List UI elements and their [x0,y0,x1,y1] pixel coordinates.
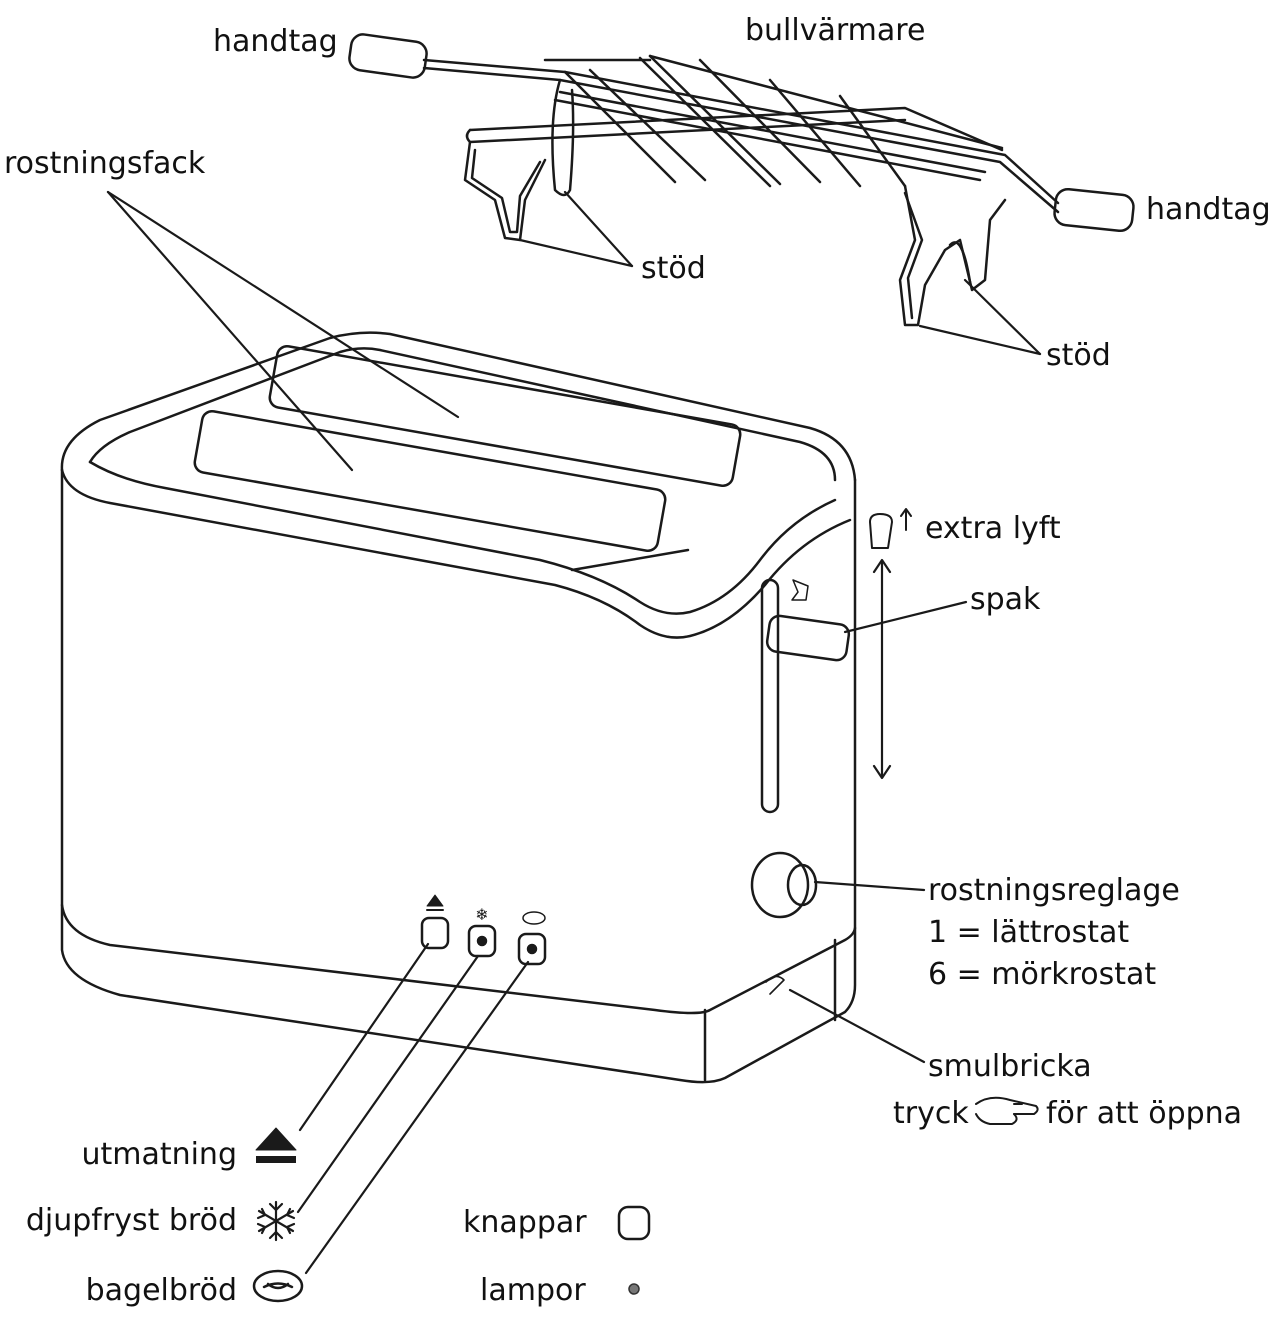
legend-icons [252,508,1039,1303]
leader-lines [106,190,1042,1275]
eject-icon [255,1127,297,1163]
button-frozen [467,924,497,958]
label-bullvarmare: bullvärmare [745,13,926,48]
pointing-hand-icon [975,1096,1039,1125]
label-tryck: tryck [893,1096,969,1131]
label-knappar: knappar [463,1205,587,1240]
label-reglage-1: 1 = lättrostat [928,915,1130,950]
label-utmatning: utmatning [81,1137,237,1172]
bun-warmer-rack [348,33,1135,327]
label-smulbricka: smulbricka [928,1049,1092,1084]
button-bagel [517,932,547,966]
label-reglage-6: 6 = mörkrostat [928,957,1157,992]
slot-front [193,409,667,553]
label-rostningsfack: rostningsfack [4,146,206,181]
label-spak: spak [970,582,1041,617]
svg-text:❄: ❄ [475,905,488,924]
slot-back [268,344,742,488]
rack-handle-left [348,33,428,79]
label-bagel: bagelbröd [85,1273,237,1308]
label-handtag-right: handtag [1146,192,1271,227]
bread-lift-icon [869,508,912,549]
lever-slot [760,578,780,814]
bagel-icon [252,1269,304,1303]
label-rostningsreglage: rostningsreglage [928,873,1180,908]
label-stod-right: stöd [1046,338,1111,373]
label-djupfryst: djupfryst bröd [25,1203,237,1238]
snowflake-icon [256,1200,296,1242]
lever-knob [765,614,851,662]
lamp-dot-icon [628,1283,640,1295]
button-square-icon [617,1205,651,1241]
browning-dial [750,851,810,919]
button-eject [420,916,450,950]
label-handtag-left: handtag [213,24,338,59]
label-for-att-oppna: för att öppna [1046,1096,1243,1131]
label-stod-left: stöd [641,251,706,286]
label-extra-lyft: extra lyft [925,511,1061,546]
toaster-body: ❄ [60,331,857,1084]
label-lampor: lampor [480,1273,586,1308]
rack-handle-right [1053,187,1135,233]
